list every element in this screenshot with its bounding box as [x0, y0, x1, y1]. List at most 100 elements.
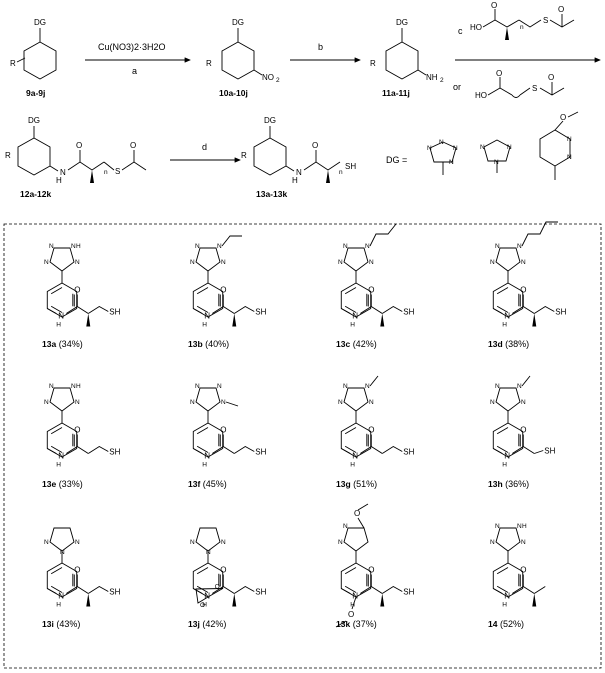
svg-text:N: N [221, 399, 226, 406]
compound-label-13: 13a-13k [256, 189, 287, 199]
svg-text:N: N [343, 383, 348, 390]
svg-text:S: S [115, 167, 120, 176]
reagent-c2: HO O S O [475, 69, 565, 100]
benzene-ring [492, 282, 524, 318]
svg-text:N: N [204, 592, 210, 601]
svg-text:HO: HO [470, 23, 482, 32]
svg-text:N: N [71, 243, 76, 250]
svg-text:N: N [217, 243, 222, 250]
svg-text:R: R [206, 59, 212, 68]
compound-12: DG R H N O n S O 12a-12k [5, 116, 147, 199]
svg-text:N: N [521, 539, 526, 546]
heterocycle [195, 387, 221, 412]
products-box [3, 223, 602, 669]
svg-text:N: N [49, 383, 54, 390]
dg-methyltriazole: N N N [480, 139, 512, 173]
svg-text:R: R [10, 59, 16, 68]
svg-text:NO: NO [262, 73, 274, 82]
benzene-ring [492, 562, 524, 598]
svg-text:O: O [354, 509, 360, 518]
svg-text:O: O [200, 602, 205, 609]
svg-text:n: n [520, 24, 524, 31]
heterocycle [343, 527, 369, 552]
benzene-ring [492, 422, 524, 458]
heterocycle [195, 247, 221, 272]
svg-text:O: O [348, 610, 354, 619]
svg-text:O: O [130, 141, 136, 150]
svg-text:R: R [241, 151, 247, 160]
compound-label-11: 11a-11j [382, 88, 410, 98]
svg-text:SH: SH [255, 588, 266, 597]
svg-text:H: H [202, 462, 207, 469]
svg-text:N: N [352, 592, 358, 601]
svg-text:N: N [427, 145, 432, 152]
svg-text:N: N [480, 144, 485, 151]
svg-text:N: N [490, 539, 495, 546]
svg-text:2: 2 [276, 77, 280, 84]
svg-text:N: N [439, 139, 444, 146]
svg-text:N: N [365, 383, 370, 390]
heterocycle [195, 527, 221, 552]
svg-text:O: O [368, 426, 374, 435]
svg-text:H: H [502, 602, 507, 609]
benzene-ring [340, 422, 372, 458]
svg-text:N: N [204, 452, 210, 461]
svg-text:N: N [369, 259, 374, 266]
svg-text:SH: SH [345, 162, 356, 171]
product-label-13c: 13c (42%) [336, 339, 377, 349]
svg-text:S: S [543, 16, 548, 25]
svg-text:N: N [58, 592, 64, 601]
compound-label-10: 10a-10j [219, 88, 248, 98]
svg-text:O: O [548, 73, 554, 82]
svg-text:N: N [75, 399, 80, 406]
svg-text:SH: SH [109, 448, 120, 457]
benzene-ring [46, 562, 78, 598]
svg-text:O: O [496, 69, 502, 78]
benzene-ring [192, 282, 224, 318]
compound-label-9: 9a-9j [26, 88, 45, 98]
svg-text:O: O [220, 566, 226, 575]
benzene-ring [192, 422, 224, 458]
heterocycle [495, 527, 521, 552]
svg-text:H: H [350, 462, 355, 469]
svg-text:N: N [217, 383, 222, 390]
svg-text:N: N [190, 259, 195, 266]
svg-text:SH: SH [109, 308, 120, 317]
compound-9: DG R 9a-9j [10, 18, 57, 98]
svg-text:N: N [495, 383, 500, 390]
svg-text:n: n [339, 169, 343, 176]
svg-text:N: N [338, 399, 343, 406]
svg-text:O: O [368, 286, 374, 295]
dg-methyltetrazole: N N N N [427, 139, 458, 175]
svg-text:N: N [352, 452, 358, 461]
product-label-13d: 13d (38%) [488, 339, 529, 349]
svg-text:N: N [58, 452, 64, 461]
svg-text:N: N [338, 259, 343, 266]
benzene-ring [340, 282, 372, 318]
svg-text:N: N [190, 539, 195, 546]
svg-text:O: O [520, 566, 526, 575]
svg-text:N: N [60, 168, 66, 177]
svg-text:N: N [352, 312, 358, 321]
benzene-ring [46, 422, 78, 458]
svg-text:H: H [56, 602, 61, 609]
svg-text:N: N [507, 144, 512, 151]
svg-text:DG: DG [232, 18, 244, 27]
product-label-13b: 13b (40%) [188, 339, 229, 349]
svg-text:N: N [495, 243, 500, 250]
svg-text:DG: DG [34, 18, 46, 27]
svg-text:N: N [365, 243, 370, 250]
svg-text:H: H [56, 322, 61, 329]
svg-text:N: N [343, 243, 348, 250]
svg-text:H: H [292, 176, 298, 185]
svg-text:N: N [517, 523, 522, 530]
svg-text:O: O [76, 141, 82, 150]
svg-text:N: N [504, 312, 510, 321]
svg-text:N: N [449, 159, 454, 166]
svg-text:N: N [190, 399, 195, 406]
product-label-13j: 13j (42%) [188, 619, 226, 629]
svg-text:O: O [74, 566, 80, 575]
svg-text:N: N [494, 159, 499, 166]
